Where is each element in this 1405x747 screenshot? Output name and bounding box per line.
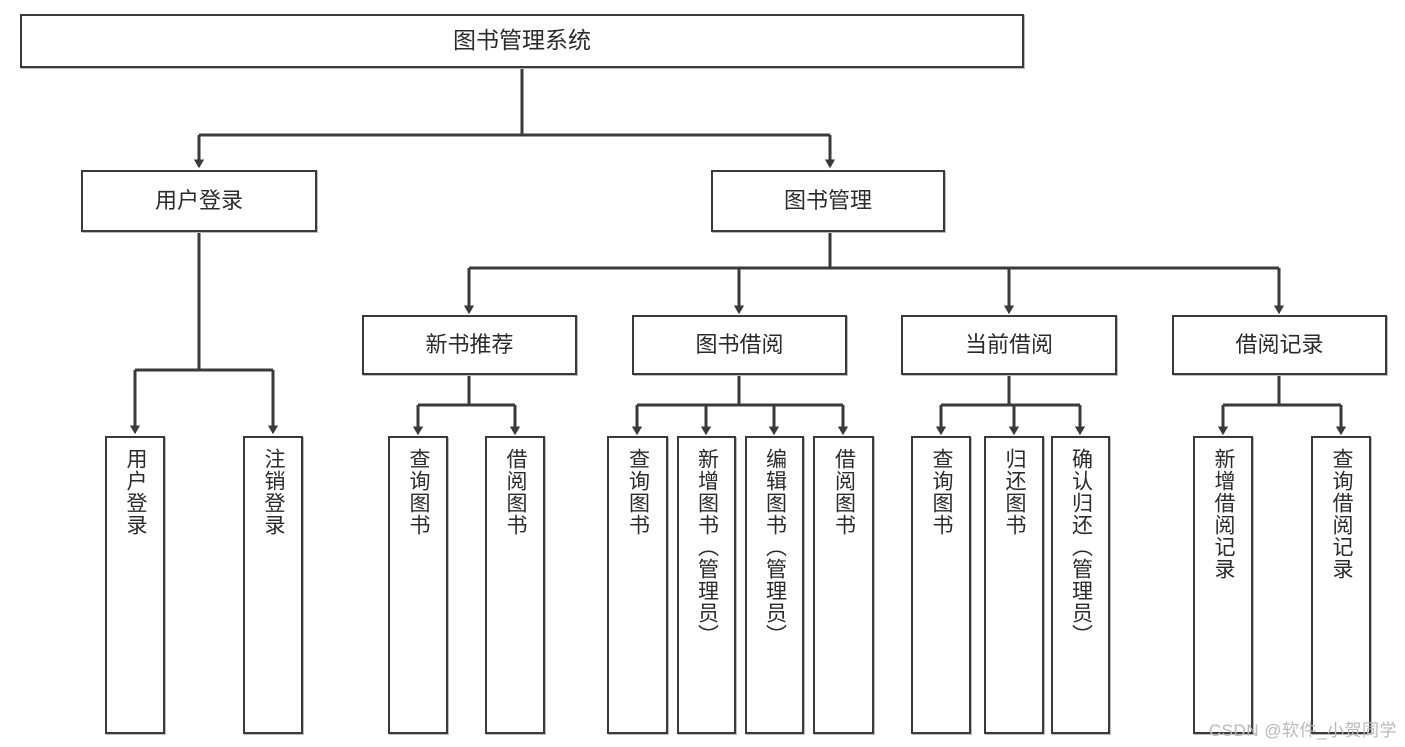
node-leaf-user-login[interactable]: 用户登录: [105, 436, 165, 734]
node-leaf-borrow-book-newbook[interactable]: 借阅图书: [485, 436, 545, 734]
node-leaf-edit-book-admin[interactable]: 编辑图书（管理员）: [745, 436, 804, 734]
node-label: 确认归还（管理员）: [1069, 448, 1093, 646]
node-leaf-logout[interactable]: 注销登录: [243, 436, 303, 734]
node-label: 当前借阅: [964, 332, 1053, 358]
csdn-watermark: CSDN @软件_小贺同学: [1208, 721, 1397, 740]
node-level1-book-management[interactable]: 图书管理: [711, 170, 945, 232]
node-leaf-query-book-newbook[interactable]: 查询图书: [388, 436, 448, 734]
node-leaf-add-borrow-record[interactable]: 新增借阅记录: [1193, 436, 1253, 734]
node-leaf-confirm-return-admin[interactable]: 确认归还（管理员）: [1051, 436, 1110, 734]
node-leaf-add-book-admin[interactable]: 新增图书（管理员）: [677, 436, 736, 734]
node-label: 查询借阅记录: [1330, 448, 1354, 580]
node-level2-current-borrow[interactable]: 当前借阅: [901, 315, 1117, 375]
node-root[interactable]: 图书管理系统: [20, 14, 1024, 68]
node-label: 归还图书: [1003, 448, 1027, 536]
node-label: 新增图书（管理员）: [695, 448, 719, 646]
node-label: 注销登录: [262, 448, 286, 536]
node-label: 图书借阅: [695, 332, 784, 358]
node-label: 新增借阅记录: [1212, 448, 1236, 580]
node-label: 查询图书: [626, 448, 650, 536]
node-leaf-lend-book[interactable]: 借阅图书: [813, 436, 874, 734]
node-level2-book-borrow[interactable]: 图书借阅: [632, 315, 847, 375]
node-label: 借阅图书: [832, 448, 856, 536]
node-leaf-return-book[interactable]: 归还图书: [984, 436, 1044, 734]
node-level2-new-book-recommend[interactable]: 新书推荐: [362, 315, 577, 375]
node-label: 查询图书: [930, 448, 954, 536]
node-label: 新书推荐: [425, 332, 514, 358]
node-leaf-query-borrow-record[interactable]: 查询借阅记录: [1311, 436, 1371, 734]
node-label: 查询图书: [407, 448, 431, 536]
node-label: 用户登录: [124, 448, 148, 536]
node-level2-borrow-record[interactable]: 借阅记录: [1172, 315, 1387, 375]
node-root-label: 图书管理系统: [453, 27, 591, 54]
node-label: 借阅图书: [504, 448, 528, 536]
node-label: 借阅记录: [1235, 332, 1324, 358]
node-label: 编辑图书（管理员）: [763, 448, 787, 646]
node-level1-user-login[interactable]: 用户登录: [81, 170, 317, 232]
node-label: 图书管理: [783, 188, 872, 214]
node-label: 用户登录: [154, 188, 243, 214]
node-leaf-query-book-borrow[interactable]: 查询图书: [607, 436, 668, 734]
node-leaf-query-book-current[interactable]: 查询图书: [911, 436, 971, 734]
